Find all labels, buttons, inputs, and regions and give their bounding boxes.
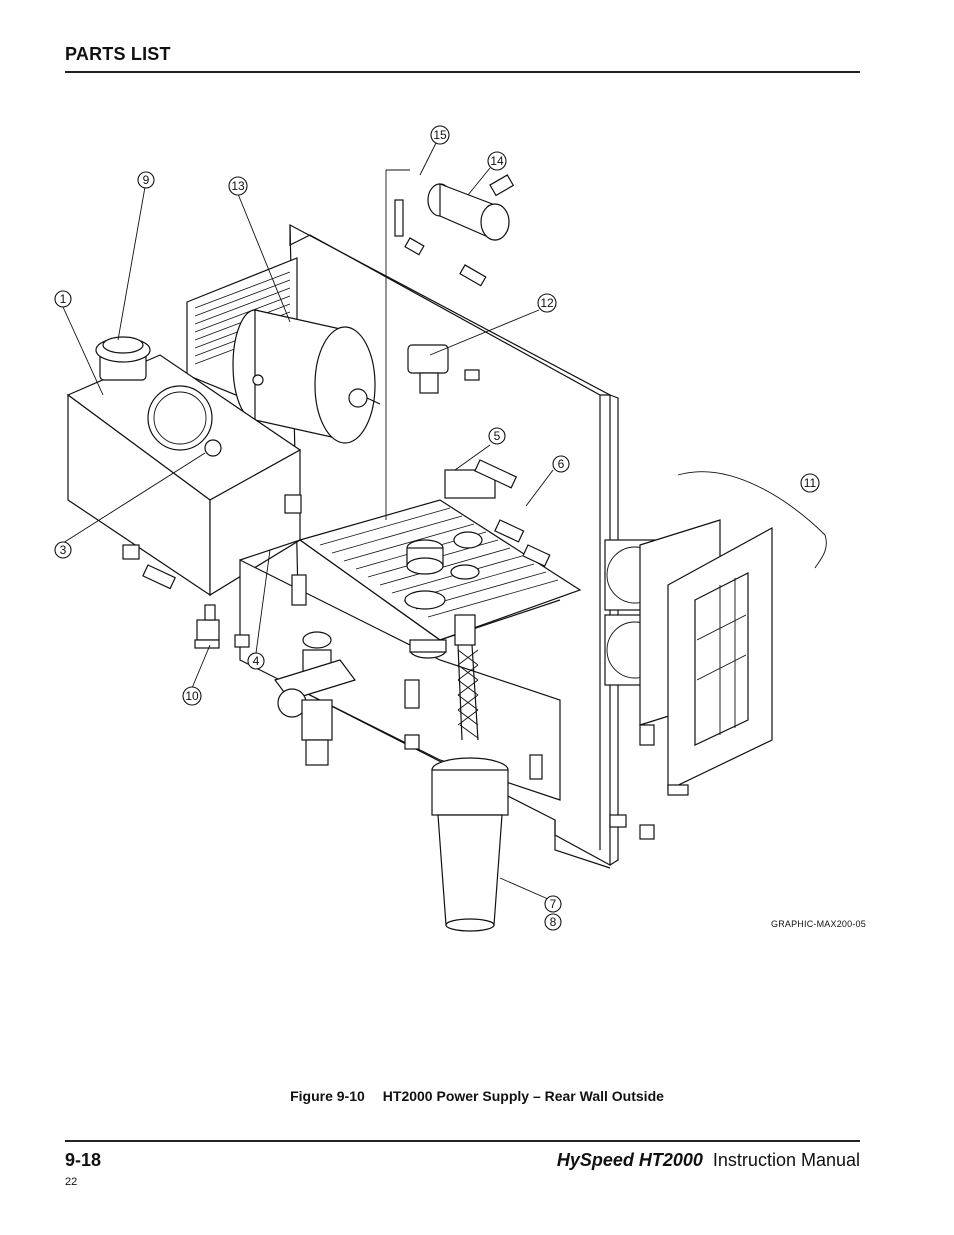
- callout-8: 8: [544, 913, 562, 931]
- graphic-id: GRAPHIC-MAX200-05: [771, 919, 866, 929]
- callout-11: 11: [800, 473, 820, 493]
- figure-caption: Figure 9-10 HT2000 Power Supply – Rear Wa…: [0, 1088, 954, 1104]
- brand-name: HySpeed HT2000: [556, 1150, 703, 1170]
- callout-7: 7: [544, 895, 562, 913]
- manual-title: HySpeed HT2000 Instruction Manual: [557, 1150, 860, 1171]
- callout-1: 1: [54, 290, 72, 308]
- callout-12: 12: [537, 293, 557, 313]
- solenoid-valve: [407, 344, 518, 499]
- svg-text:1: 1: [60, 292, 67, 306]
- fan-assembly: [604, 471, 827, 791]
- svg-text:12: 12: [540, 296, 554, 310]
- air-filter-regulator: [274, 631, 356, 766]
- check-valve: [385, 169, 515, 520]
- seals-and-fittings: [404, 519, 551, 659]
- water-filter: [431, 757, 509, 932]
- callout-13: 13: [228, 176, 248, 196]
- svg-text:15: 15: [433, 128, 447, 142]
- callout-15: 15: [430, 125, 450, 145]
- page-number: 9-18: [65, 1150, 102, 1170]
- svg-text:3: 3: [60, 543, 67, 557]
- svg-text:13: 13: [231, 179, 245, 193]
- leader-lines: [62, 142, 554, 900]
- callout-6: 6: [552, 455, 570, 473]
- callout-5: 5: [488, 427, 506, 445]
- callout-14: 14: [487, 151, 507, 171]
- figure-title: HT2000 Power Supply – Rear Wall Outside: [382, 1088, 664, 1104]
- callout-9: 9: [137, 171, 155, 189]
- pump-motor: [232, 309, 381, 444]
- manual-label: Instruction Manual: [712, 1150, 860, 1170]
- figure-number: Figure 9-10: [290, 1088, 365, 1104]
- svg-text:6: 6: [558, 457, 565, 471]
- braided-hose: [454, 614, 479, 741]
- footer-rule: [65, 1140, 860, 1142]
- drain-valve: [122, 494, 689, 840]
- section-title: PARTS LIST: [65, 44, 171, 64]
- svg-text:10: 10: [185, 689, 199, 703]
- svg-text:5: 5: [494, 429, 501, 443]
- svg-text:11: 11: [804, 476, 817, 490]
- sheet-number: 22: [65, 1176, 78, 1188]
- svg-text:14: 14: [490, 154, 504, 168]
- svg-text:8: 8: [550, 915, 557, 929]
- callout-3: 3: [54, 541, 72, 559]
- callout-10: 10: [182, 686, 202, 706]
- svg-text:7: 7: [550, 897, 557, 911]
- callout-labels: 1 3 4 5 6 7 8 9 10 11 12 13 14 15: [54, 125, 820, 931]
- header-rule: [65, 71, 860, 73]
- svg-text:4: 4: [253, 654, 260, 668]
- svg-text:9: 9: [143, 173, 150, 187]
- callout-4: 4: [247, 652, 265, 670]
